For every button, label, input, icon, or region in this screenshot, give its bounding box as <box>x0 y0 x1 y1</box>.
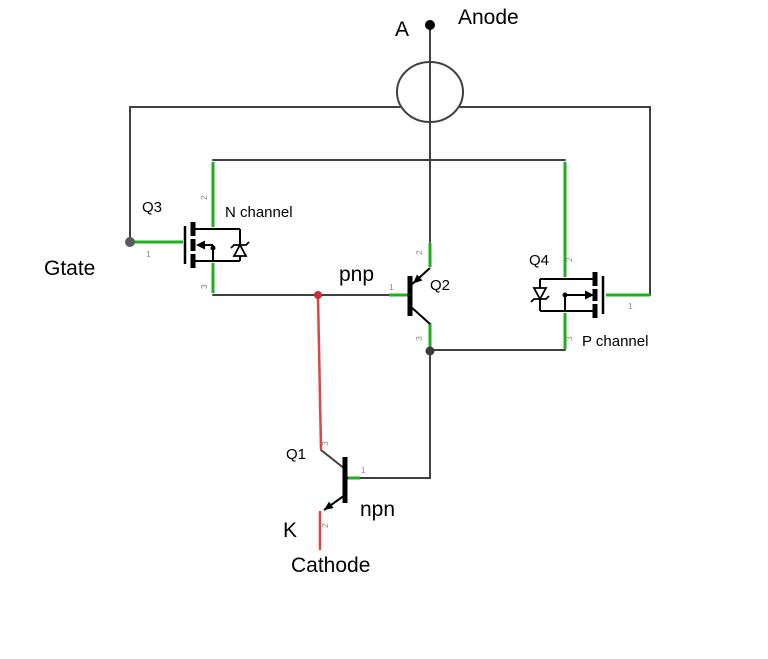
q4-ref-label: Q4 <box>529 252 549 269</box>
q1-ref-label: Q1 <box>286 446 306 463</box>
q3-ref-label: Q3 <box>142 199 162 216</box>
q1-pin1-label: 1 <box>361 465 366 475</box>
q2-type-label: pnp <box>339 263 374 286</box>
q1-emitter-arrow-icon <box>324 501 334 510</box>
q1-npn-symbol[interactable] <box>323 457 348 511</box>
q2-pin2-label: 2 <box>414 250 424 255</box>
anode-terminal-dot[interactable] <box>425 20 435 30</box>
q2-emitter-lead <box>409 267 431 287</box>
gate-terminal-dot[interactable] <box>125 237 135 247</box>
pin-legs <box>132 162 650 480</box>
q3-diode-cathode-bar <box>230 241 250 249</box>
wire-q1-collector-route[interactable] <box>359 352 431 479</box>
q4-diode-cathode-bar <box>530 295 550 303</box>
q4-body-diode-icon <box>532 287 548 301</box>
cathode-designator-label: K <box>283 519 297 542</box>
q3-body-diode-icon <box>232 243 248 257</box>
q3-pin1-label: 1 <box>146 249 151 259</box>
q2-emitter-arrow-icon <box>413 274 423 284</box>
red-junction-dot <box>314 291 322 299</box>
q4-pin3-label: 3 <box>564 336 574 341</box>
q2-pnp-symbol[interactable] <box>407 267 431 325</box>
q3-pin3-label: 3 <box>199 284 209 289</box>
wire-q1-base-entry[interactable] <box>320 449 346 470</box>
center-junction-dot <box>425 346 435 356</box>
q1-type-label: npn <box>360 498 395 521</box>
q3-type-label: N channel <box>225 204 293 221</box>
anode-designator-label: A <box>395 18 409 41</box>
q3-nmos-symbol[interactable] <box>183 222 250 268</box>
red-net <box>316 295 323 551</box>
q4-body-arrow-icon <box>585 290 594 300</box>
q4-type-label: P channel <box>582 333 648 350</box>
wire-q1-base-red[interactable] <box>316 295 323 451</box>
net-wires <box>129 26 651 479</box>
q2-pin1-label: 1 <box>389 282 394 292</box>
q1-pin2-label: 2 <box>320 523 330 528</box>
q2-collector-lead <box>409 305 431 325</box>
q2-pin3-label: 3 <box>414 336 424 341</box>
gate-label: Gtate <box>44 257 95 280</box>
cathode-label: Cathode <box>291 554 370 577</box>
anode-label: Anode <box>458 6 519 29</box>
q1-pin3-label: 3 <box>320 441 330 446</box>
q3-body-arrow-icon <box>196 240 205 250</box>
q3-pin2-label: 2 <box>199 195 209 200</box>
wire-hop-loop[interactable] <box>396 61 464 123</box>
q2-ref-label: Q2 <box>430 277 450 294</box>
q4-pin1-label: 1 <box>628 301 633 311</box>
q4-pmos-symbol[interactable] <box>530 272 605 318</box>
q4-pin2-label: 2 <box>564 257 574 262</box>
